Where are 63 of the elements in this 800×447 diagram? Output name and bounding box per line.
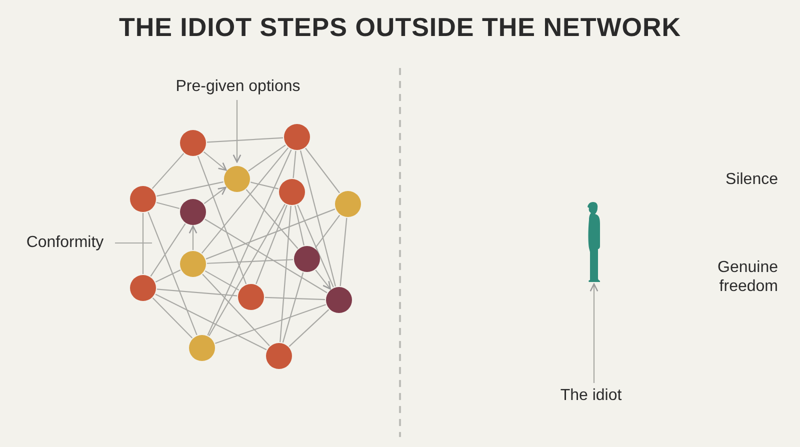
arrow	[203, 151, 227, 171]
arrow	[590, 283, 598, 383]
network-link	[148, 212, 198, 336]
network-link	[206, 208, 336, 260]
network-node-circle	[294, 246, 320, 272]
network-node-circle	[130, 275, 156, 301]
network-link	[292, 150, 296, 178]
network-link	[201, 147, 289, 254]
network-node-circle	[180, 251, 206, 277]
network-link	[156, 288, 238, 296]
network-node-circle	[224, 166, 250, 192]
network-node-circle	[180, 130, 206, 156]
arrow	[315, 270, 332, 290]
network-node-circle	[279, 179, 305, 205]
network-node-circle	[266, 343, 292, 369]
callout-label: The idiot	[554, 386, 628, 406]
network-link	[282, 272, 304, 343]
network-link	[256, 204, 288, 284]
network-link	[246, 189, 298, 249]
network-link	[248, 144, 286, 172]
network-link	[288, 309, 330, 347]
network-link	[206, 259, 294, 264]
network-link	[156, 202, 180, 209]
network-link	[215, 304, 326, 344]
network-link	[294, 206, 304, 246]
network-link	[250, 182, 278, 190]
network-link	[204, 218, 328, 294]
network-link	[156, 181, 224, 197]
network-link	[197, 156, 247, 284]
network-link	[300, 150, 336, 287]
network-link	[155, 270, 181, 282]
network-node-circle	[180, 199, 206, 225]
network-link	[305, 148, 340, 194]
network-node-circle	[326, 287, 352, 313]
network-link	[340, 218, 348, 286]
side-label: Silence	[724, 170, 778, 189]
network-link	[142, 213, 144, 274]
callout-label: Pre-given options	[166, 77, 310, 97]
network-link	[204, 270, 240, 291]
side-label: Genuine freedom	[716, 258, 778, 296]
network-link	[150, 223, 186, 277]
network-link	[207, 150, 292, 336]
network-link	[208, 204, 286, 336]
network-node-circle	[189, 335, 215, 361]
network-node-circle	[130, 186, 156, 212]
network-link	[152, 153, 184, 189]
network-link	[297, 204, 334, 288]
network-link	[202, 274, 270, 346]
network-link	[155, 294, 267, 350]
callout-label: Conformity	[20, 233, 110, 253]
arrow	[204, 186, 226, 204]
arrow	[188, 225, 198, 250]
network-link	[314, 214, 340, 248]
network-node-circle	[335, 191, 361, 217]
network-link	[264, 296, 326, 300]
title: THE IDIOT STEPS OUTSIDE THE NETWORK	[118, 12, 682, 43]
network-link	[280, 206, 292, 342]
network-link	[152, 298, 193, 338]
network-node-circle	[284, 124, 310, 150]
leader-line	[115, 242, 152, 244]
network-node-circle	[238, 284, 264, 310]
network-link	[206, 137, 284, 143]
arrow	[232, 100, 242, 163]
